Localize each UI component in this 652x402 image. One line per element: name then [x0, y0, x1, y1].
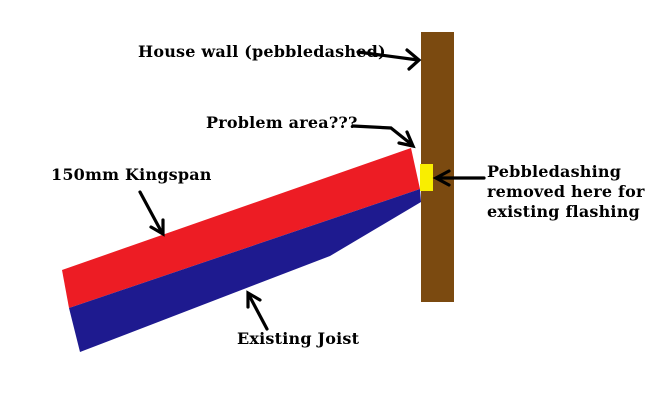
pebbledash-note-line-1: Pebbledashing	[487, 162, 622, 181]
pebbledash-note-line-2: removed here for	[487, 182, 645, 201]
house-wall-label: House wall (pebbledashed)	[138, 42, 386, 61]
kingspan-arrowhead	[149, 218, 165, 237]
problem-area-arrowhead	[397, 130, 416, 149]
pebbledash-note-label: Pebbledashing removed here for existing …	[487, 162, 645, 222]
house-wall-arrowhead	[405, 48, 422, 71]
pebbledash-note-arrowhead	[432, 169, 451, 187]
kingspan-arrow	[138, 190, 165, 237]
existing-joist-arrowhead	[246, 290, 262, 309]
problem-area-arrow-shaft	[351, 124, 413, 146]
existing-joist-label: Existing Joist	[237, 329, 360, 348]
kingspan-arrow-shaft	[138, 190, 163, 233]
pebbledash-note-line-3: existing flashing	[487, 202, 640, 221]
existing-joist-arrow-shaft	[248, 295, 269, 331]
problem-area-label: Problem area???	[206, 113, 358, 132]
flashing-gap-shape	[420, 164, 433, 191]
house-wall-arrow-shaft	[356, 50, 420, 62]
problem-area-arrow	[351, 124, 416, 149]
existing-joist-arrow	[246, 290, 269, 331]
pebbledash-note-arrow	[432, 169, 486, 187]
kingspan-label: 150mm Kingspan	[51, 165, 212, 184]
house-wall-arrow	[356, 48, 422, 71]
existing-joist-shape	[69, 189, 421, 352]
kingspan-insulation-shape	[62, 148, 420, 308]
